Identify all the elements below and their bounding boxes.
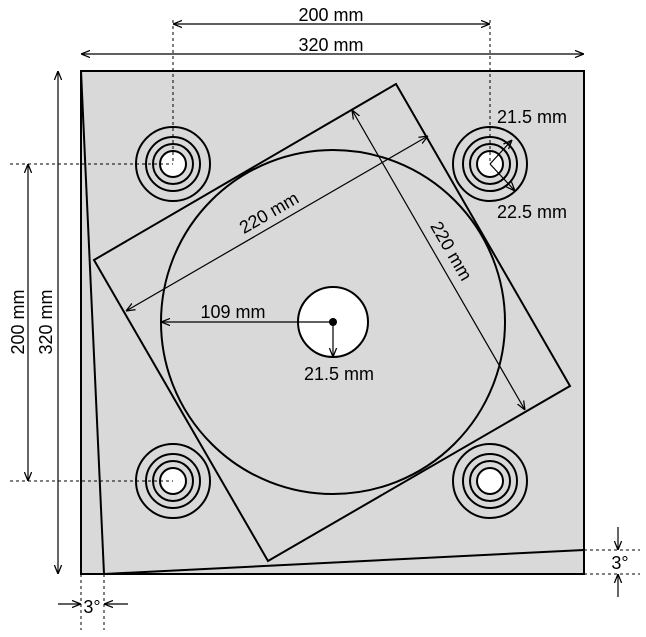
label-disc-radius: 109 mm xyxy=(200,302,265,322)
label-hole-radius-outer: 22.5 mm xyxy=(497,202,567,222)
dim-line-hole-radius-inner xyxy=(489,140,512,165)
label-left-plate-height: 320 mm xyxy=(36,289,56,354)
label-bottom-angle: 3° xyxy=(83,597,100,617)
label-top-hole-spacing: 200 mm xyxy=(298,5,363,25)
label-right-angle: 3° xyxy=(611,553,628,573)
corner-hole-bottom-right xyxy=(452,443,528,519)
dim-line-square-height xyxy=(352,110,525,410)
label-center-hole-radius: 21.5 mm xyxy=(304,364,374,384)
label-top-plate-width: 320 mm xyxy=(298,35,363,55)
bottom-tilt-edge xyxy=(103,549,585,575)
label-hole-radius-inner: 21.5 mm xyxy=(497,107,567,127)
left-tilt-edge xyxy=(80,70,105,575)
label-left-hole-spacing: 200 mm xyxy=(8,289,28,354)
dim-line-hole-radius-outer xyxy=(489,163,515,191)
